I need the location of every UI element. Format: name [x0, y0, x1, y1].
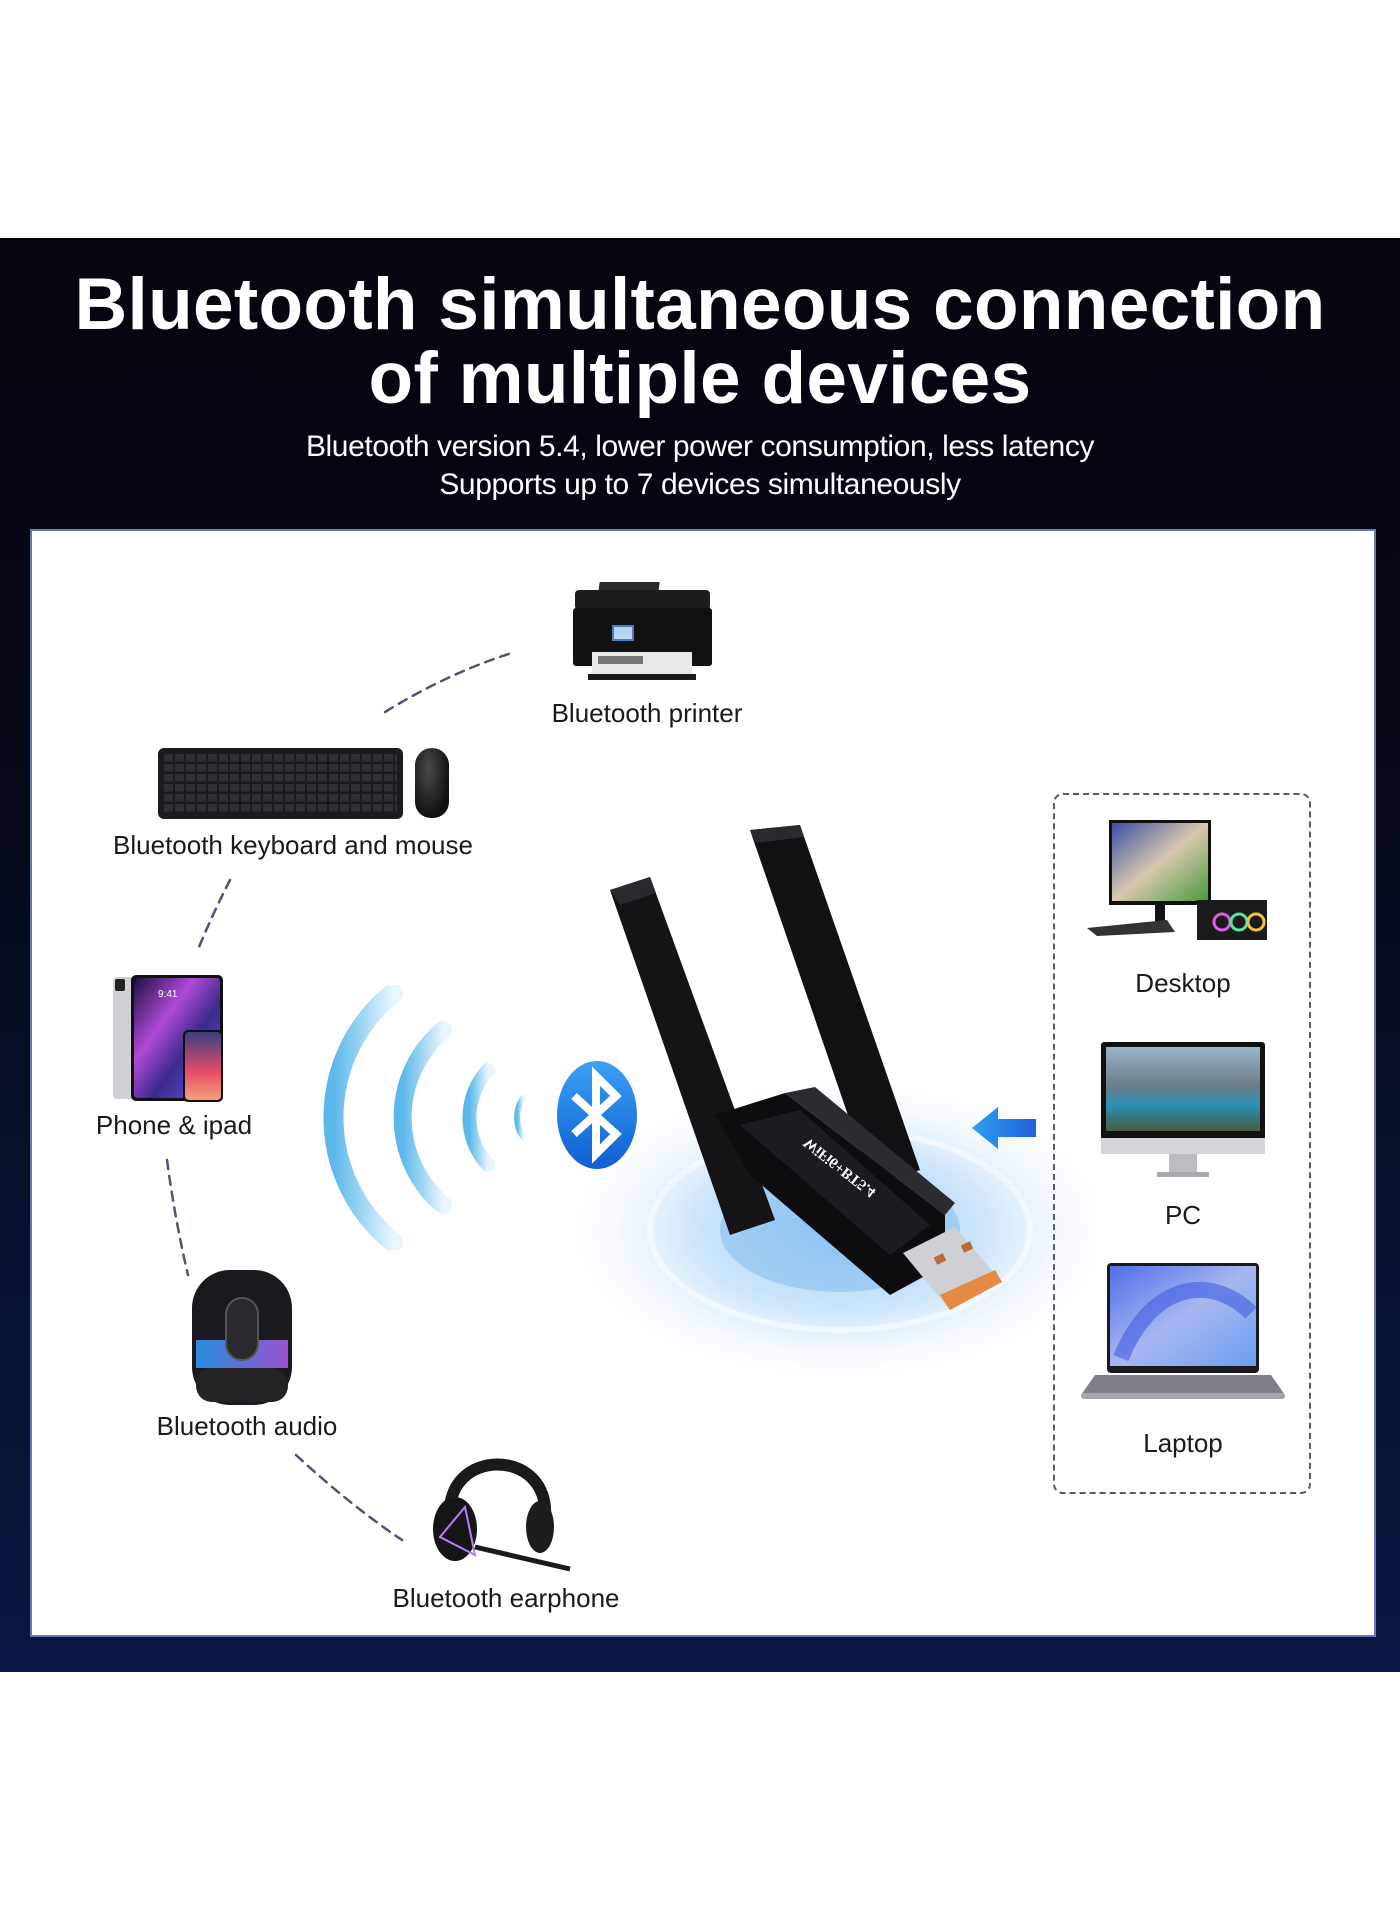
title-line-1: Bluetooth simultaneous connection	[74, 264, 1326, 345]
host-devices-group	[1053, 793, 1311, 1494]
subtitle-line-2: Supports up to 7 devices simultaneously	[439, 468, 961, 501]
laptop-icon	[1081, 1263, 1285, 1399]
subtitle-line-1: Bluetooth version 5.4, lower power consu…	[305, 430, 1095, 463]
device-label-laptop: Laptop	[1143, 1428, 1223, 1458]
device-label-phone-ipad: Phone & ipad	[95, 1110, 253, 1140]
device-label-printer: Bluetooth printer	[551, 698, 743, 728]
monitor-icon	[1101, 1042, 1265, 1177]
device-label-audio: Bluetooth audio	[156, 1411, 338, 1441]
signal-waves-icon	[323, 985, 526, 1250]
printer-icon	[573, 582, 712, 680]
device-label-earphone: Bluetooth earphone	[392, 1583, 620, 1613]
page-title: Bluetooth simultaneous connection of mul…	[0, 268, 1400, 416]
subtitle: Bluetooth version 5.4, lower power consu…	[0, 428, 1400, 504]
mouse-icon	[415, 748, 449, 818]
usb-wifi-bt-adapter: WiFi6+BT5.4	[610, 825, 1002, 1310]
arrow-left-icon	[972, 1107, 1036, 1149]
bluetooth-icon	[557, 1061, 637, 1169]
device-label-desktop: Desktop	[1135, 968, 1231, 998]
title-line-2: of multiple devices	[368, 338, 1032, 419]
keyboard-icon	[158, 748, 403, 819]
phone-tablet-icon: 9:41	[113, 975, 223, 1102]
speaker-icon	[192, 1270, 292, 1405]
desktop-icon	[1087, 820, 1267, 940]
device-label-keyboard-mouse: Bluetooth keyboard and mouse	[113, 830, 473, 860]
ipad-clock: 9:41	[158, 989, 178, 1000]
headset-icon	[433, 1458, 571, 1572]
device-label-pc: PC	[1164, 1200, 1202, 1230]
